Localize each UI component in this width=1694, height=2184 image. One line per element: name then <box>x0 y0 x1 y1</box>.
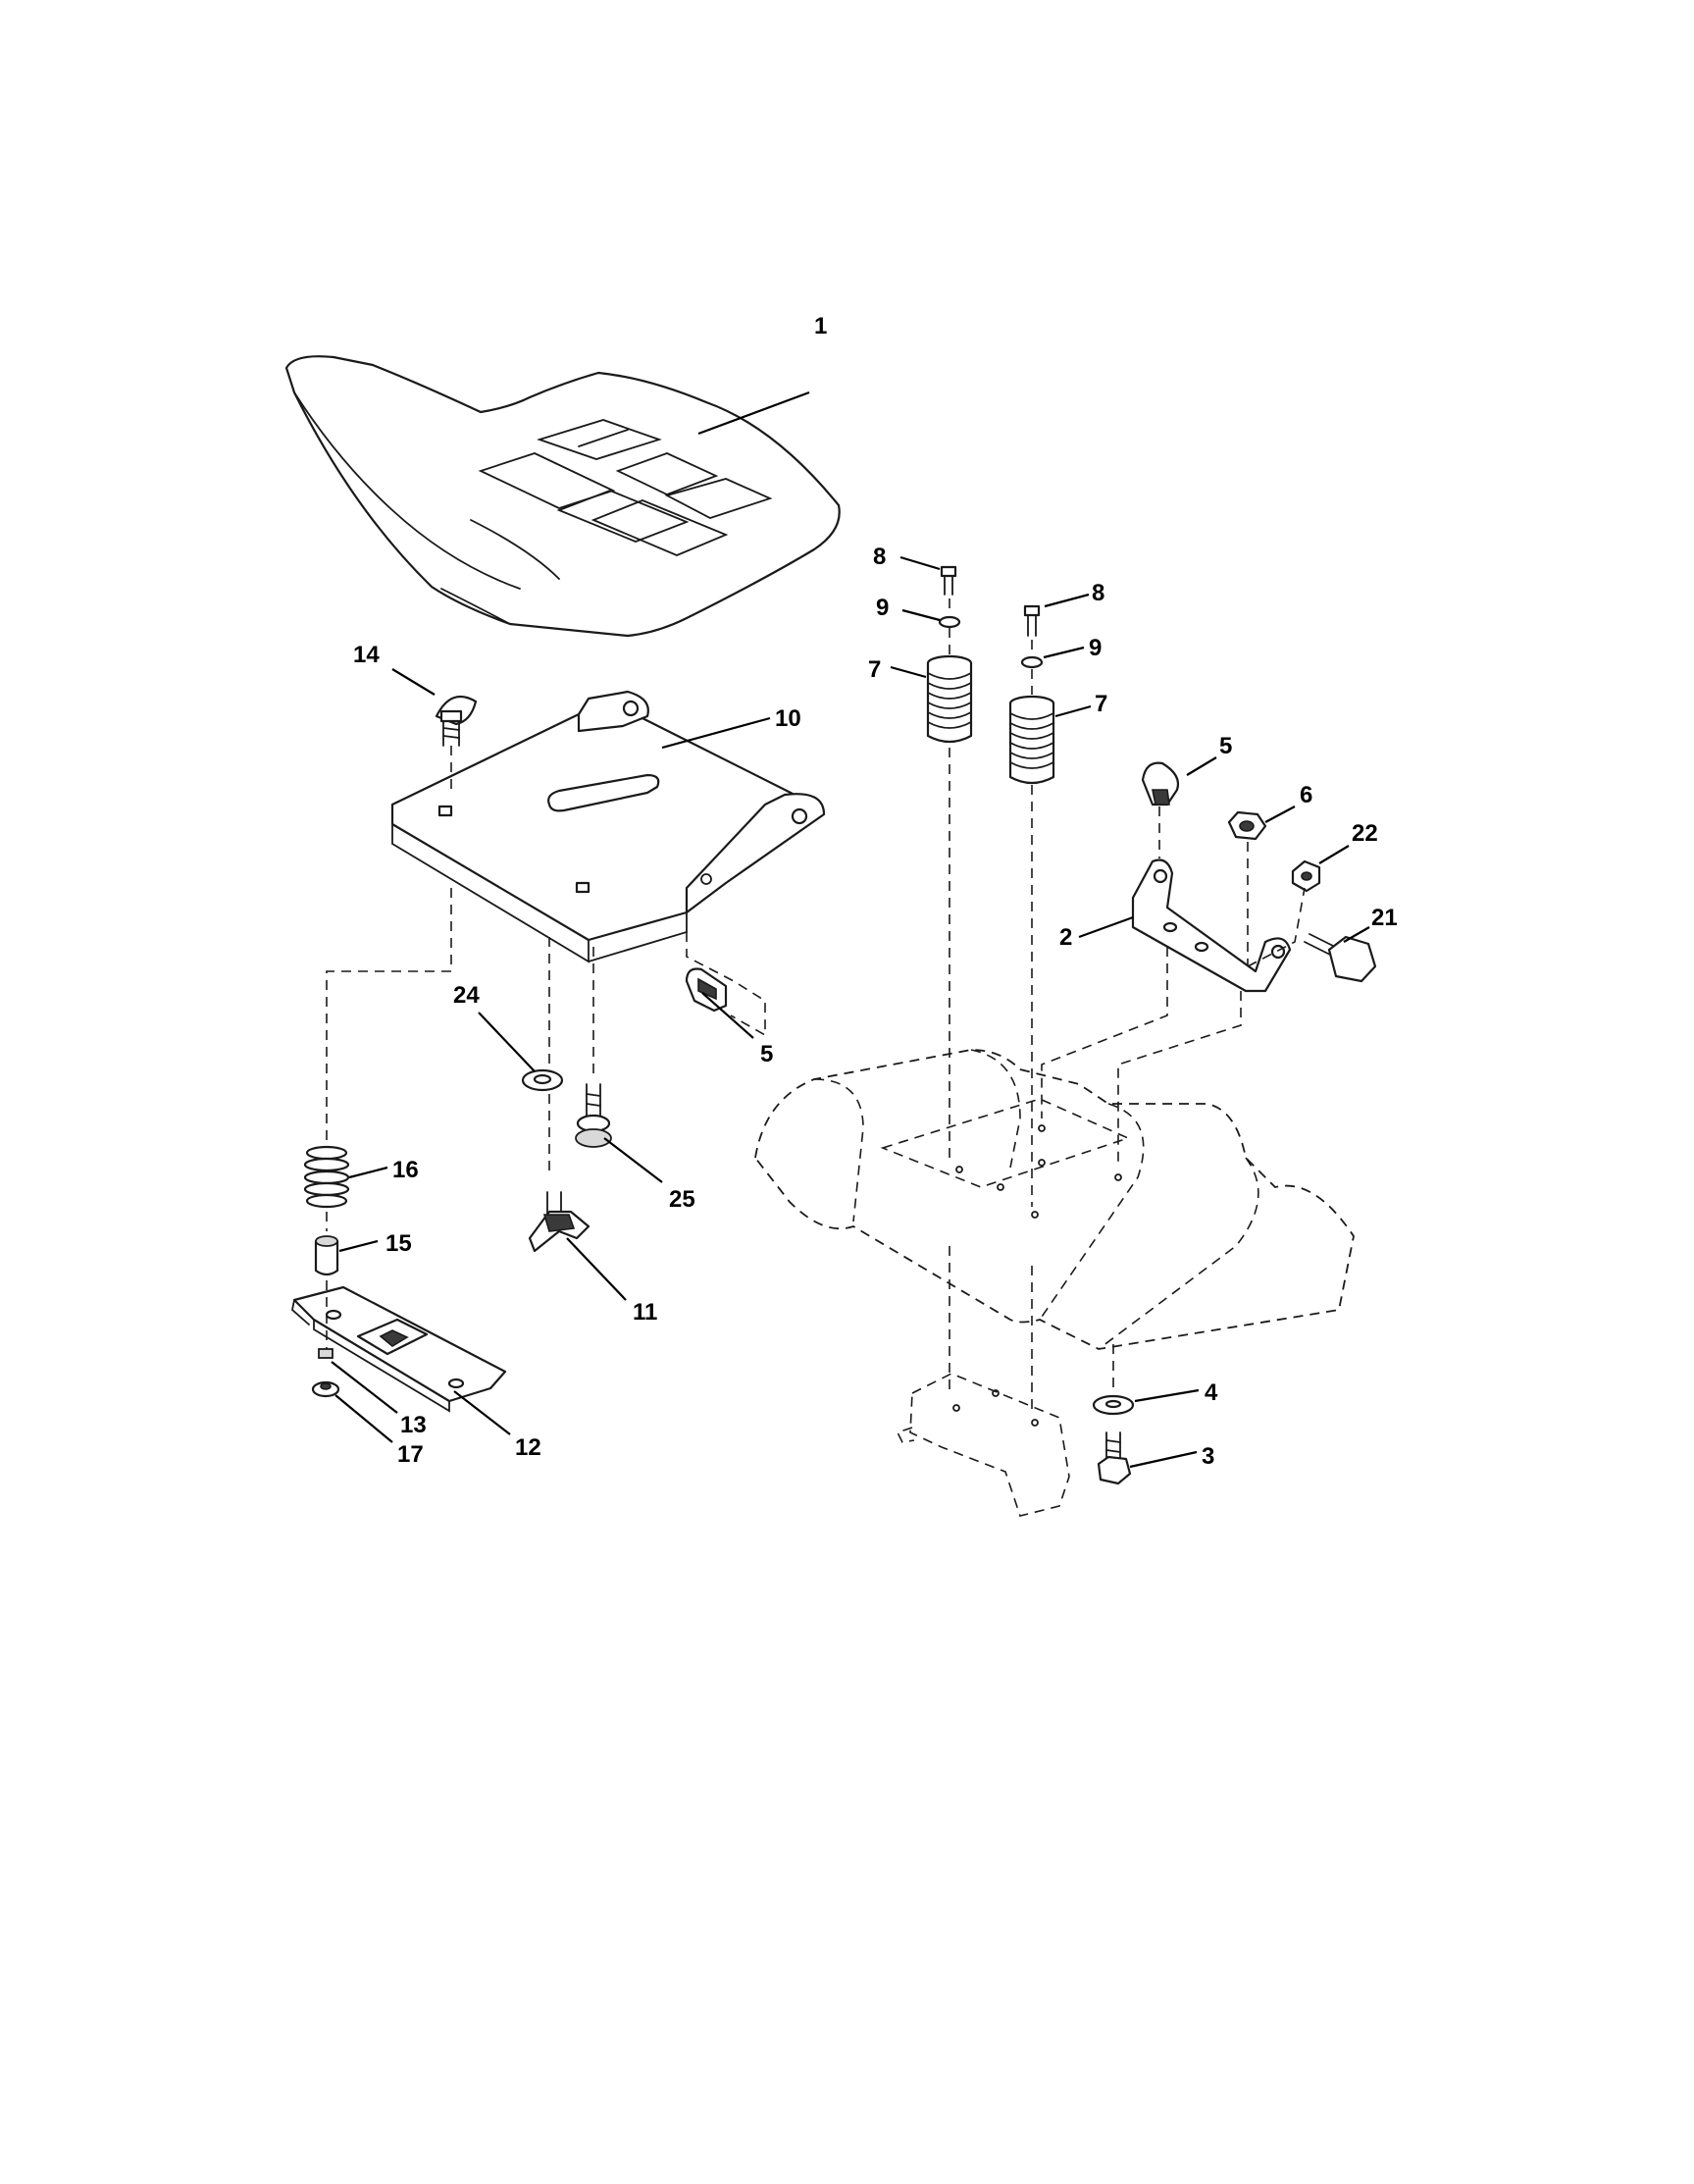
callout-13: 13 <box>400 1412 427 1438</box>
spacer-bushing <box>314 1235 339 1276</box>
callout-2: 2 <box>1059 924 1072 951</box>
callout-25: 25 <box>669 1186 695 1213</box>
flange-nut <box>311 1348 340 1398</box>
callout-1: 1 <box>814 313 827 339</box>
callout-4: 4 <box>1205 1379 1218 1406</box>
seat-pan <box>390 690 826 963</box>
hex-bolt-8-right <box>1023 604 1041 637</box>
callout-9-left: 9 <box>876 595 889 621</box>
nut-22 <box>1291 859 1321 893</box>
washer-9-right <box>1020 655 1044 669</box>
callout-14: 14 <box>353 642 380 668</box>
callout-12: 12 <box>515 1434 541 1461</box>
hex-bolt-3 <box>1097 1431 1132 1485</box>
spring-7-right <box>1008 695 1055 785</box>
callout-5-left: 5 <box>760 1041 773 1067</box>
callout-7-left: 7 <box>868 656 881 683</box>
lock-nut-6 <box>1227 810 1267 841</box>
washer-9-left <box>938 615 961 629</box>
callout-21: 21 <box>1371 905 1398 931</box>
retainer-clip-left <box>685 967 728 1013</box>
wing-knob <box>528 1191 590 1253</box>
callout-9-right: 9 <box>1089 635 1102 661</box>
callout-24: 24 <box>453 982 480 1009</box>
carriage-bolt <box>435 695 478 747</box>
callout-15: 15 <box>385 1230 412 1257</box>
assembly-lines <box>326 598 1306 1413</box>
callout-3: 3 <box>1202 1443 1214 1470</box>
spring-7-left <box>926 654 973 744</box>
callout-22: 22 <box>1352 820 1378 847</box>
callout-16: 16 <box>392 1157 419 1183</box>
shoulder-bolt-21 <box>1304 933 1377 983</box>
callout-8-left: 8 <box>873 544 886 570</box>
washer-24 <box>521 1068 564 1092</box>
callout-17: 17 <box>397 1441 424 1468</box>
hex-bolt-8-left <box>940 565 957 596</box>
callout-5-right: 5 <box>1219 733 1232 759</box>
washer-4 <box>1092 1394 1135 1416</box>
seat <box>284 355 841 638</box>
callout-labels: 1 2 3 4 5 5 6 7 7 8 8 9 9 10 11 12 13 14… <box>353 313 1398 1470</box>
leader-lines <box>331 390 1370 1469</box>
shoulder-bolt-25 <box>575 1083 612 1148</box>
retainer-clip-right <box>1141 761 1180 806</box>
callout-10: 10 <box>775 705 801 732</box>
callout-6: 6 <box>1300 782 1312 808</box>
callout-11: 11 <box>633 1299 657 1326</box>
spring-small <box>303 1145 350 1209</box>
callout-8-right: 8 <box>1092 580 1104 606</box>
pivot-bracket <box>1131 858 1292 993</box>
tractor-frame <box>754 1049 1355 1517</box>
callout-7-right: 7 <box>1095 691 1107 717</box>
